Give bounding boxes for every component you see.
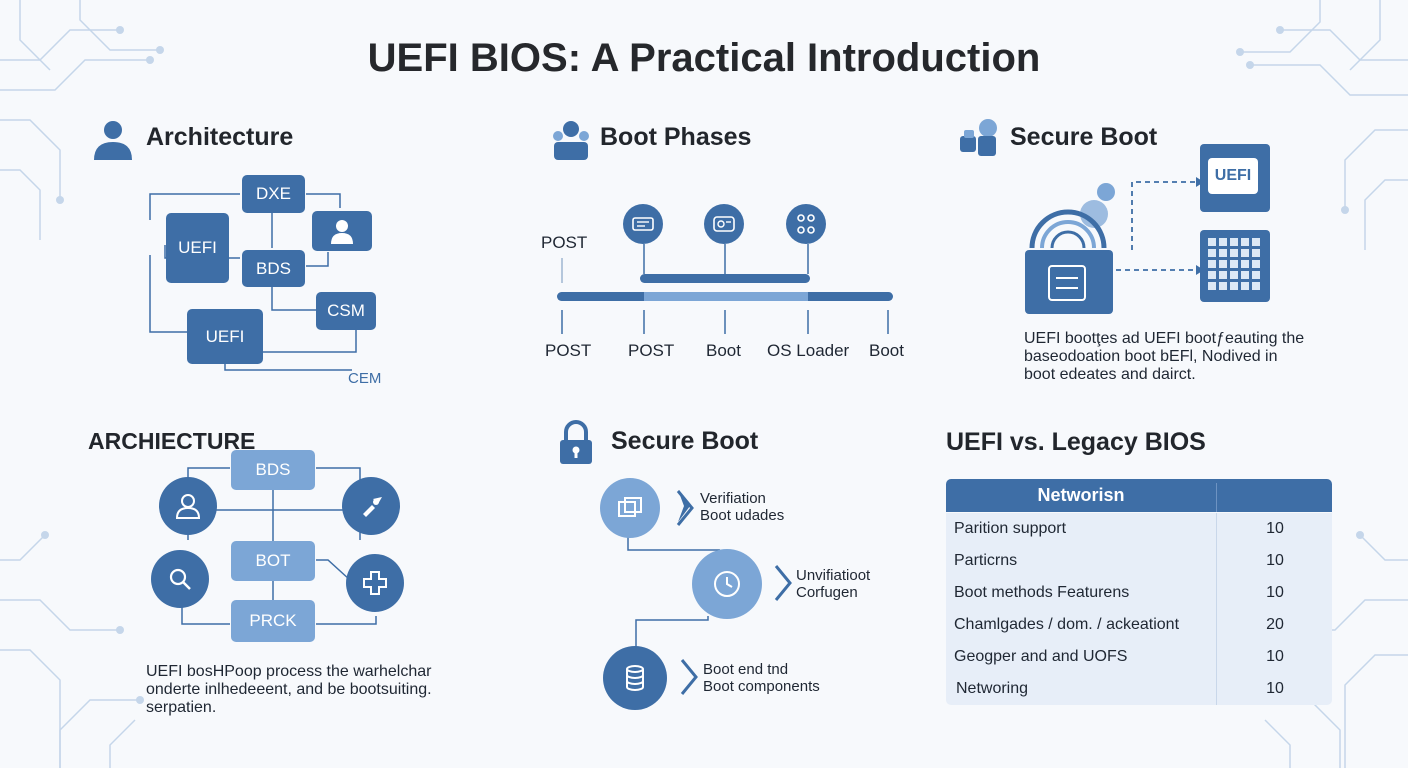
lock-icon: [560, 420, 592, 464]
secure-boot-bottom-heading: Secure Boot: [611, 427, 759, 455]
uefi-lower-node: UEFI: [187, 309, 263, 364]
phase-label: POST: [545, 341, 592, 360]
user-node: [312, 211, 372, 251]
verification-circle: [600, 478, 660, 538]
table-header-label: Networisn: [1037, 485, 1125, 505]
users-icon: [94, 121, 132, 160]
boot-phase-timeline: [557, 244, 893, 334]
search-icon: [169, 568, 191, 590]
post-top-label: POST: [541, 233, 588, 252]
chevron-right-icon: [680, 659, 698, 695]
phase-label: POST: [628, 341, 675, 360]
page-title: UEFI BIOS: A Practical Introduction: [367, 36, 1041, 80]
timer-circle: [692, 549, 762, 619]
secure-boot-heading: Secure Boot: [1010, 123, 1158, 151]
people-icon: [553, 121, 589, 160]
medical-circle: [346, 554, 404, 612]
user-icon: [331, 220, 353, 244]
csm-node: CSM: [316, 292, 376, 330]
bds-node: BDS: [231, 450, 315, 490]
bds-node: BDS: [242, 250, 305, 287]
secure-boot-description: UEFI bootţes ad UEFI bootƒeauting the ba…: [1024, 330, 1305, 383]
bot-node: BOT: [231, 541, 315, 581]
wrench-icon: [363, 497, 382, 517]
secure-flow-connectors: [627, 490, 720, 648]
database-circle: [603, 646, 667, 710]
cem-label: CEM: [348, 370, 382, 387]
architecture-heading: Architecture: [146, 123, 294, 151]
chevron-right-icon: [774, 565, 792, 601]
boot-phases-heading: Boot Phases: [600, 123, 752, 151]
database-icon: [626, 665, 644, 691]
chevron-right-icon: [676, 490, 694, 526]
plus-icon: [363, 571, 387, 595]
search-circle: [151, 550, 209, 608]
phase-chip-icon: [623, 204, 663, 244]
uefi-badge: UEFI: [1208, 158, 1258, 194]
phase-network-icon: [786, 204, 826, 244]
phase-label: Boot: [869, 341, 904, 360]
secure-modules-icon: [960, 119, 997, 156]
prck-node: PRCK: [231, 600, 315, 642]
dxe-node: DXE: [242, 175, 305, 213]
tool-circle: [342, 477, 400, 535]
phase-label: Boot: [706, 341, 741, 360]
clock-icon: [714, 571, 740, 597]
comparison-heading: UEFI vs. Legacy BIOS: [946, 428, 1206, 456]
architecture2-heading: ARCHIECTURE: [88, 428, 256, 454]
phase-label: OS Loader: [767, 341, 850, 360]
comparison-table-header: Networisn: [946, 479, 1332, 512]
windows-icon: [618, 497, 642, 517]
user-circle: [159, 477, 217, 535]
user-icon: [175, 494, 201, 519]
phase-card-icon: [704, 204, 744, 244]
architecture2-description: UEFI bosHPoop process the warhelchar ond…: [146, 663, 432, 716]
uefi-node: UEFI: [166, 213, 229, 283]
